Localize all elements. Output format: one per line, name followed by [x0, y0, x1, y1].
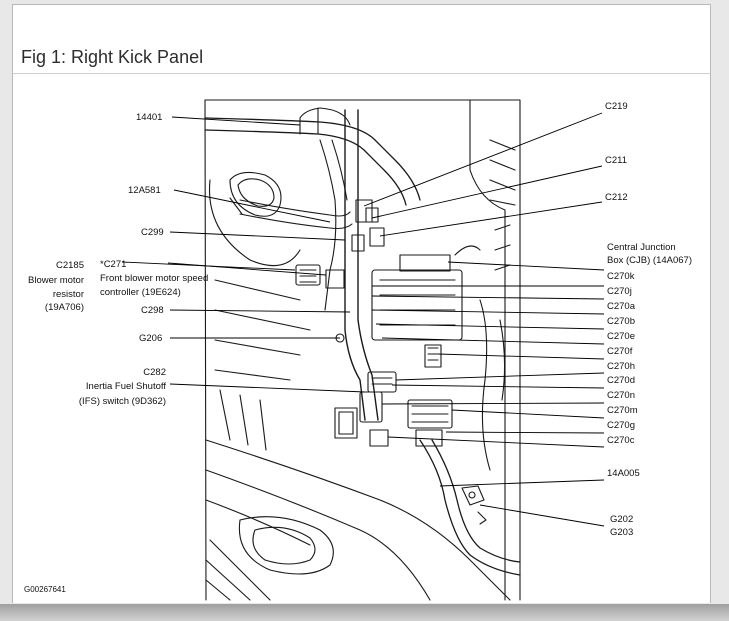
leader-14401: [171, 116, 301, 126]
figure-header: Fig 1: Right Kick Panel: [13, 5, 710, 74]
label-c270h: C270h: [607, 361, 635, 372]
label-c270n: C270n: [607, 390, 635, 401]
panel-left-edge: [204, 99, 207, 601]
label-ifs-code: (IFS) switch (9D362): [78, 396, 166, 407]
panel-outline: [204, 99, 521, 601]
label-c299: C299: [141, 227, 164, 238]
leader-c298: [169, 309, 351, 313]
floor-recess: [238, 516, 334, 575]
wheel-well-hole: [229, 171, 282, 217]
label-controller-code: controller (19E624): [100, 287, 181, 298]
label-14a005: 14A005: [607, 468, 640, 479]
figure-code: G00267641: [24, 585, 66, 594]
label-c2185: C2185: [56, 260, 84, 271]
leader-c211: [371, 165, 603, 219]
bottom-scroll-bar: [0, 604, 729, 621]
label-resistor: resistor: [52, 289, 84, 300]
label-c270d: C270d: [607, 375, 635, 386]
leader-cjb: [447, 261, 605, 271]
label-c270f: C270f: [607, 346, 633, 357]
label-19a706: (19A706): [44, 302, 84, 313]
leader-c299: [169, 231, 346, 241]
label-c270g: C270g: [607, 420, 635, 431]
label-blower-controller: Front blower motor speed: [100, 273, 209, 284]
leader-12a581: [173, 189, 331, 223]
label-c270j: C270j: [607, 286, 632, 297]
label-cjb-code: Box (CJB) (14A067): [607, 255, 693, 266]
label-g203: G203: [610, 527, 634, 538]
junction-box: [371, 269, 463, 341]
label-c298: C298: [141, 305, 164, 316]
label-c211: C211: [605, 155, 628, 166]
leader-c219: [363, 112, 603, 207]
label-c270m: C270m: [607, 405, 638, 416]
label-blower-motor: Blower motor: [28, 275, 84, 286]
label-c270a: C270a: [607, 301, 635, 312]
label-c271: *C271: [100, 259, 127, 270]
leader-c282: [169, 383, 366, 393]
figure-title: Fig 1: Right Kick Panel: [21, 47, 204, 67]
label-c212: C212: [605, 192, 628, 203]
label-g206: G206: [139, 333, 163, 344]
label-c270k: C270k: [607, 271, 635, 282]
label-c270c: C270c: [607, 435, 635, 446]
label-14401: 14401: [136, 112, 163, 123]
leader-c271: [167, 262, 327, 276]
label-cjb: Central Junction: [607, 242, 676, 253]
figure-card: Fig 1: Right Kick Panel: [12, 4, 711, 603]
label-c219: C219: [605, 101, 628, 112]
label-c282: C282: [143, 367, 166, 378]
leader-c212: [379, 201, 603, 237]
label-g202: G202: [610, 514, 634, 525]
label-c270e: C270e: [607, 331, 635, 342]
connector-block: [424, 344, 442, 368]
label-c270b: C270b: [607, 316, 635, 327]
label-12a581: 12A581: [128, 185, 161, 196]
label-ifs: Inertia Fuel Shutoff: [85, 381, 166, 392]
